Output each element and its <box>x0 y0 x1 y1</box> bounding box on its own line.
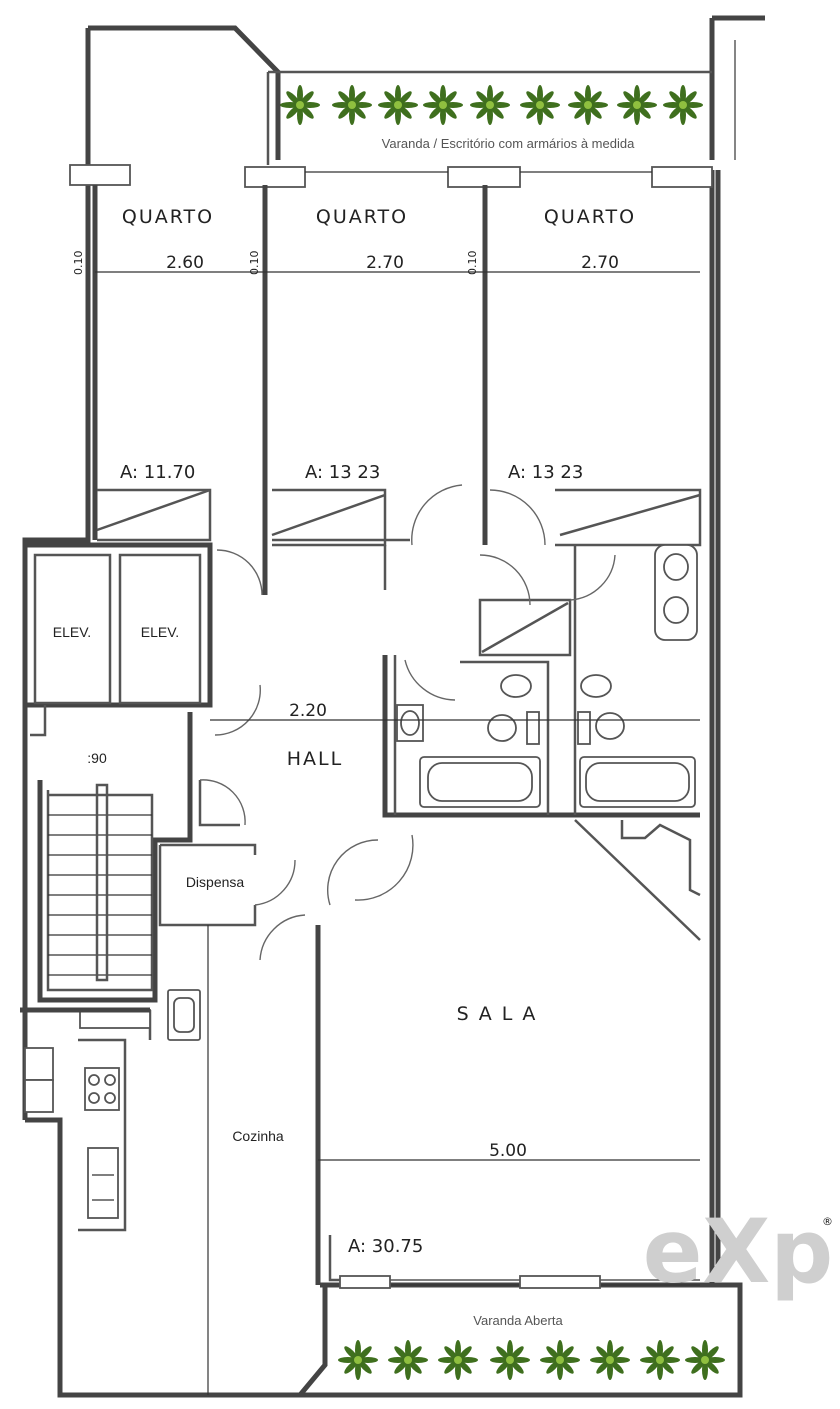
room-label-quarto-1: QUARTO <box>122 206 214 228</box>
plant-icon <box>520 85 560 125</box>
dim-quarto-3: 2.70 <box>581 253 619 273</box>
dim-quarto-2: 2.70 <box>366 253 404 273</box>
dim-wall-2: 0.10 <box>248 251 261 276</box>
bedroom-walls <box>92 185 702 595</box>
plant-icon <box>590 1340 630 1380</box>
top-windows <box>69 40 736 188</box>
door-swings <box>199 484 616 961</box>
varanda-bottom-label: Varanda Aberta <box>473 1313 563 1328</box>
plant-icon <box>378 85 418 125</box>
room-label-cozinha: Cozinha <box>232 1128 284 1144</box>
plant-icon <box>438 1340 478 1380</box>
stair-treads <box>48 814 152 976</box>
oven-icon <box>87 1147 119 1219</box>
exp-logo: eXp ® <box>643 1200 834 1303</box>
plant-icon <box>423 85 463 125</box>
dim-stair: :90 <box>87 750 107 766</box>
dimension-lines <box>95 271 700 1161</box>
exterior-walls <box>22 15 765 1398</box>
plant-icon <box>540 1340 580 1380</box>
plant-icon <box>388 1340 428 1380</box>
sink-icon <box>167 989 201 1041</box>
core-walls <box>25 542 213 1003</box>
plant-icon <box>663 85 703 125</box>
toilet-icon <box>487 674 625 745</box>
plant-icon <box>568 85 608 125</box>
plant-icon <box>470 85 510 125</box>
area-quarto-2: A: 13 23 <box>305 462 380 483</box>
dim-wall-3: 0.10 <box>466 251 479 276</box>
varanda-top-label: Varanda / Escritório com armários à medi… <box>382 136 635 151</box>
exp-logo-text: eXp <box>643 1200 834 1303</box>
bathrooms <box>382 544 700 818</box>
plant-icon <box>685 1340 725 1380</box>
room-label-quarto-3: QUARTO <box>544 206 636 228</box>
dim-wall-1: 0.10 <box>72 251 85 276</box>
bottom-windows <box>339 1275 700 1289</box>
room-label-dispensa: Dispensa <box>186 874 245 890</box>
exp-logo-mark: ® <box>822 1215 833 1228</box>
area-quarto-1: A: 11.70 <box>120 462 195 483</box>
plant-row-bottom <box>338 1340 725 1380</box>
interior-walls <box>20 780 701 1395</box>
sink-icon <box>396 704 424 742</box>
room-label-elev-1: ELEV. <box>53 624 91 640</box>
plant-icon <box>338 1340 378 1380</box>
plant-icon <box>490 1340 530 1380</box>
dim-hall: 2.20 <box>289 701 327 721</box>
area-sala: A: 30.75 <box>348 1236 423 1257</box>
room-label-sala: S A L A <box>457 1003 538 1025</box>
area-quarto-3: A: 13 23 <box>508 462 583 483</box>
room-label-quarto-2: QUARTO <box>316 206 408 228</box>
room-label-hall: HALL <box>287 748 343 770</box>
room-label-elev-2: ELEV. <box>141 624 179 640</box>
stove-icon <box>84 1067 120 1111</box>
plant-icon <box>332 85 372 125</box>
plant-icon <box>640 1340 680 1380</box>
dim-quarto-1: 2.60 <box>166 253 204 273</box>
bathtub-icon <box>419 756 696 808</box>
plant-row-top <box>280 85 703 125</box>
plant-icon <box>280 85 320 125</box>
dim-sala: 5.00 <box>489 1141 527 1161</box>
plant-icon <box>617 85 657 125</box>
